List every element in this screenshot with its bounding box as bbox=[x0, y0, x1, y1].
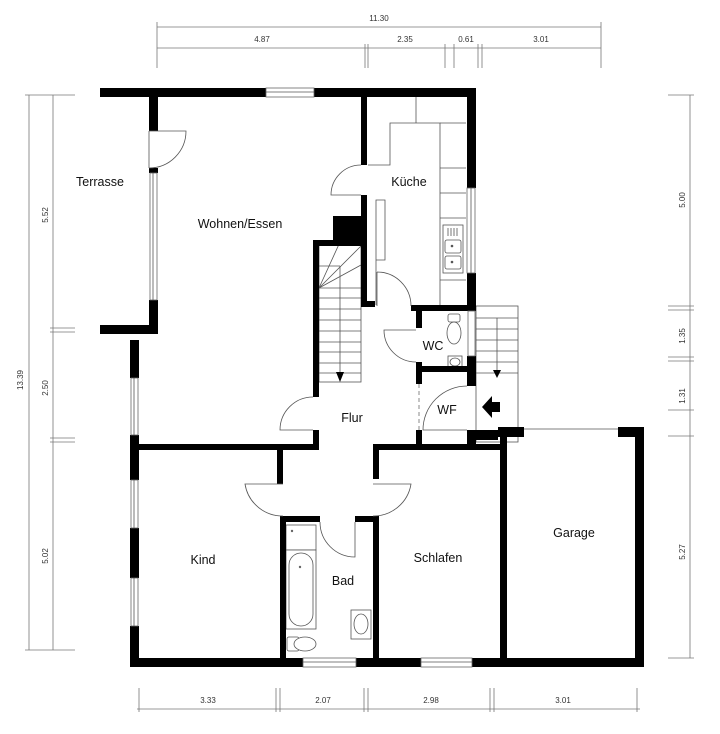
room-label-schlafen: Schlafen bbox=[414, 551, 463, 565]
wc-door bbox=[383, 329, 417, 363]
dim-left-total: 13.39 bbox=[16, 369, 25, 390]
dim-bottom-4: 3.01 bbox=[555, 696, 571, 705]
dim-top-3: 0.61 bbox=[458, 35, 474, 44]
room-label-bad: Bad bbox=[332, 574, 354, 588]
dim-top-total: 11.30 bbox=[369, 14, 389, 23]
kitchen-door-2 bbox=[376, 271, 412, 307]
dim-right-2: 1.35 bbox=[678, 328, 687, 344]
bad-door bbox=[319, 521, 356, 558]
wc-fixtures bbox=[446, 313, 463, 369]
stairs-down-arrow-icon bbox=[336, 372, 344, 382]
dim-right-3: 1.31 bbox=[678, 388, 687, 404]
room-label-garage: Garage bbox=[553, 526, 595, 540]
room-label-kind: Kind bbox=[190, 553, 215, 567]
dimension-bottom: 3.33 2.07 2.98 3.01 bbox=[137, 688, 640, 712]
interior-stairs bbox=[318, 241, 362, 383]
room-labels: Terrasse Wohnen/Essen Küche WC WF Flur K… bbox=[76, 175, 595, 588]
dim-bottom-1: 3.33 bbox=[200, 696, 216, 705]
dim-bottom-2: 2.07 bbox=[315, 696, 331, 705]
dim-left-3: 5.02 bbox=[41, 548, 50, 564]
dim-right-4: 5.27 bbox=[678, 544, 687, 560]
wf-door bbox=[422, 385, 468, 431]
bath-fixtures bbox=[285, 524, 372, 652]
stairs-down-arrow-icon bbox=[493, 370, 501, 378]
terrace-door bbox=[148, 130, 187, 169]
windows bbox=[130, 87, 618, 668]
dimension-left: 13.39 5.52 2.50 5.02 bbox=[16, 94, 75, 651]
dim-bottom-3: 2.98 bbox=[423, 696, 439, 705]
dim-top-1: 4.87 bbox=[254, 35, 270, 44]
exterior-stairs bbox=[475, 305, 519, 443]
dim-right-1: 5.00 bbox=[678, 192, 687, 208]
doors bbox=[148, 130, 468, 558]
dim-top-4: 3.01 bbox=[533, 35, 549, 44]
entrance-arrow-icon bbox=[482, 396, 500, 418]
room-label-wohnen-essen: Wohnen/Essen bbox=[198, 217, 283, 231]
walls bbox=[100, 88, 644, 667]
flur-door bbox=[279, 396, 314, 431]
kind-door bbox=[244, 483, 284, 517]
dimension-top: 11.30 4.87 2.35 0.61 3.01 bbox=[156, 14, 602, 68]
kitchen-fixtures bbox=[368, 96, 466, 305]
schlafen-door bbox=[372, 483, 412, 517]
dim-left-1: 5.52 bbox=[41, 207, 50, 223]
dimension-right: 5.00 1.35 1.31 5.27 bbox=[668, 94, 694, 659]
room-label-flur: Flur bbox=[341, 411, 363, 425]
dim-left-2: 2.50 bbox=[41, 380, 50, 396]
kitchen-door bbox=[330, 164, 362, 196]
room-label-wf: WF bbox=[437, 403, 457, 417]
dim-top-2: 2.35 bbox=[397, 35, 413, 44]
room-label-kueche: Küche bbox=[391, 175, 426, 189]
room-label-terrasse: Terrasse bbox=[76, 175, 124, 189]
room-label-wc: WC bbox=[423, 339, 444, 353]
